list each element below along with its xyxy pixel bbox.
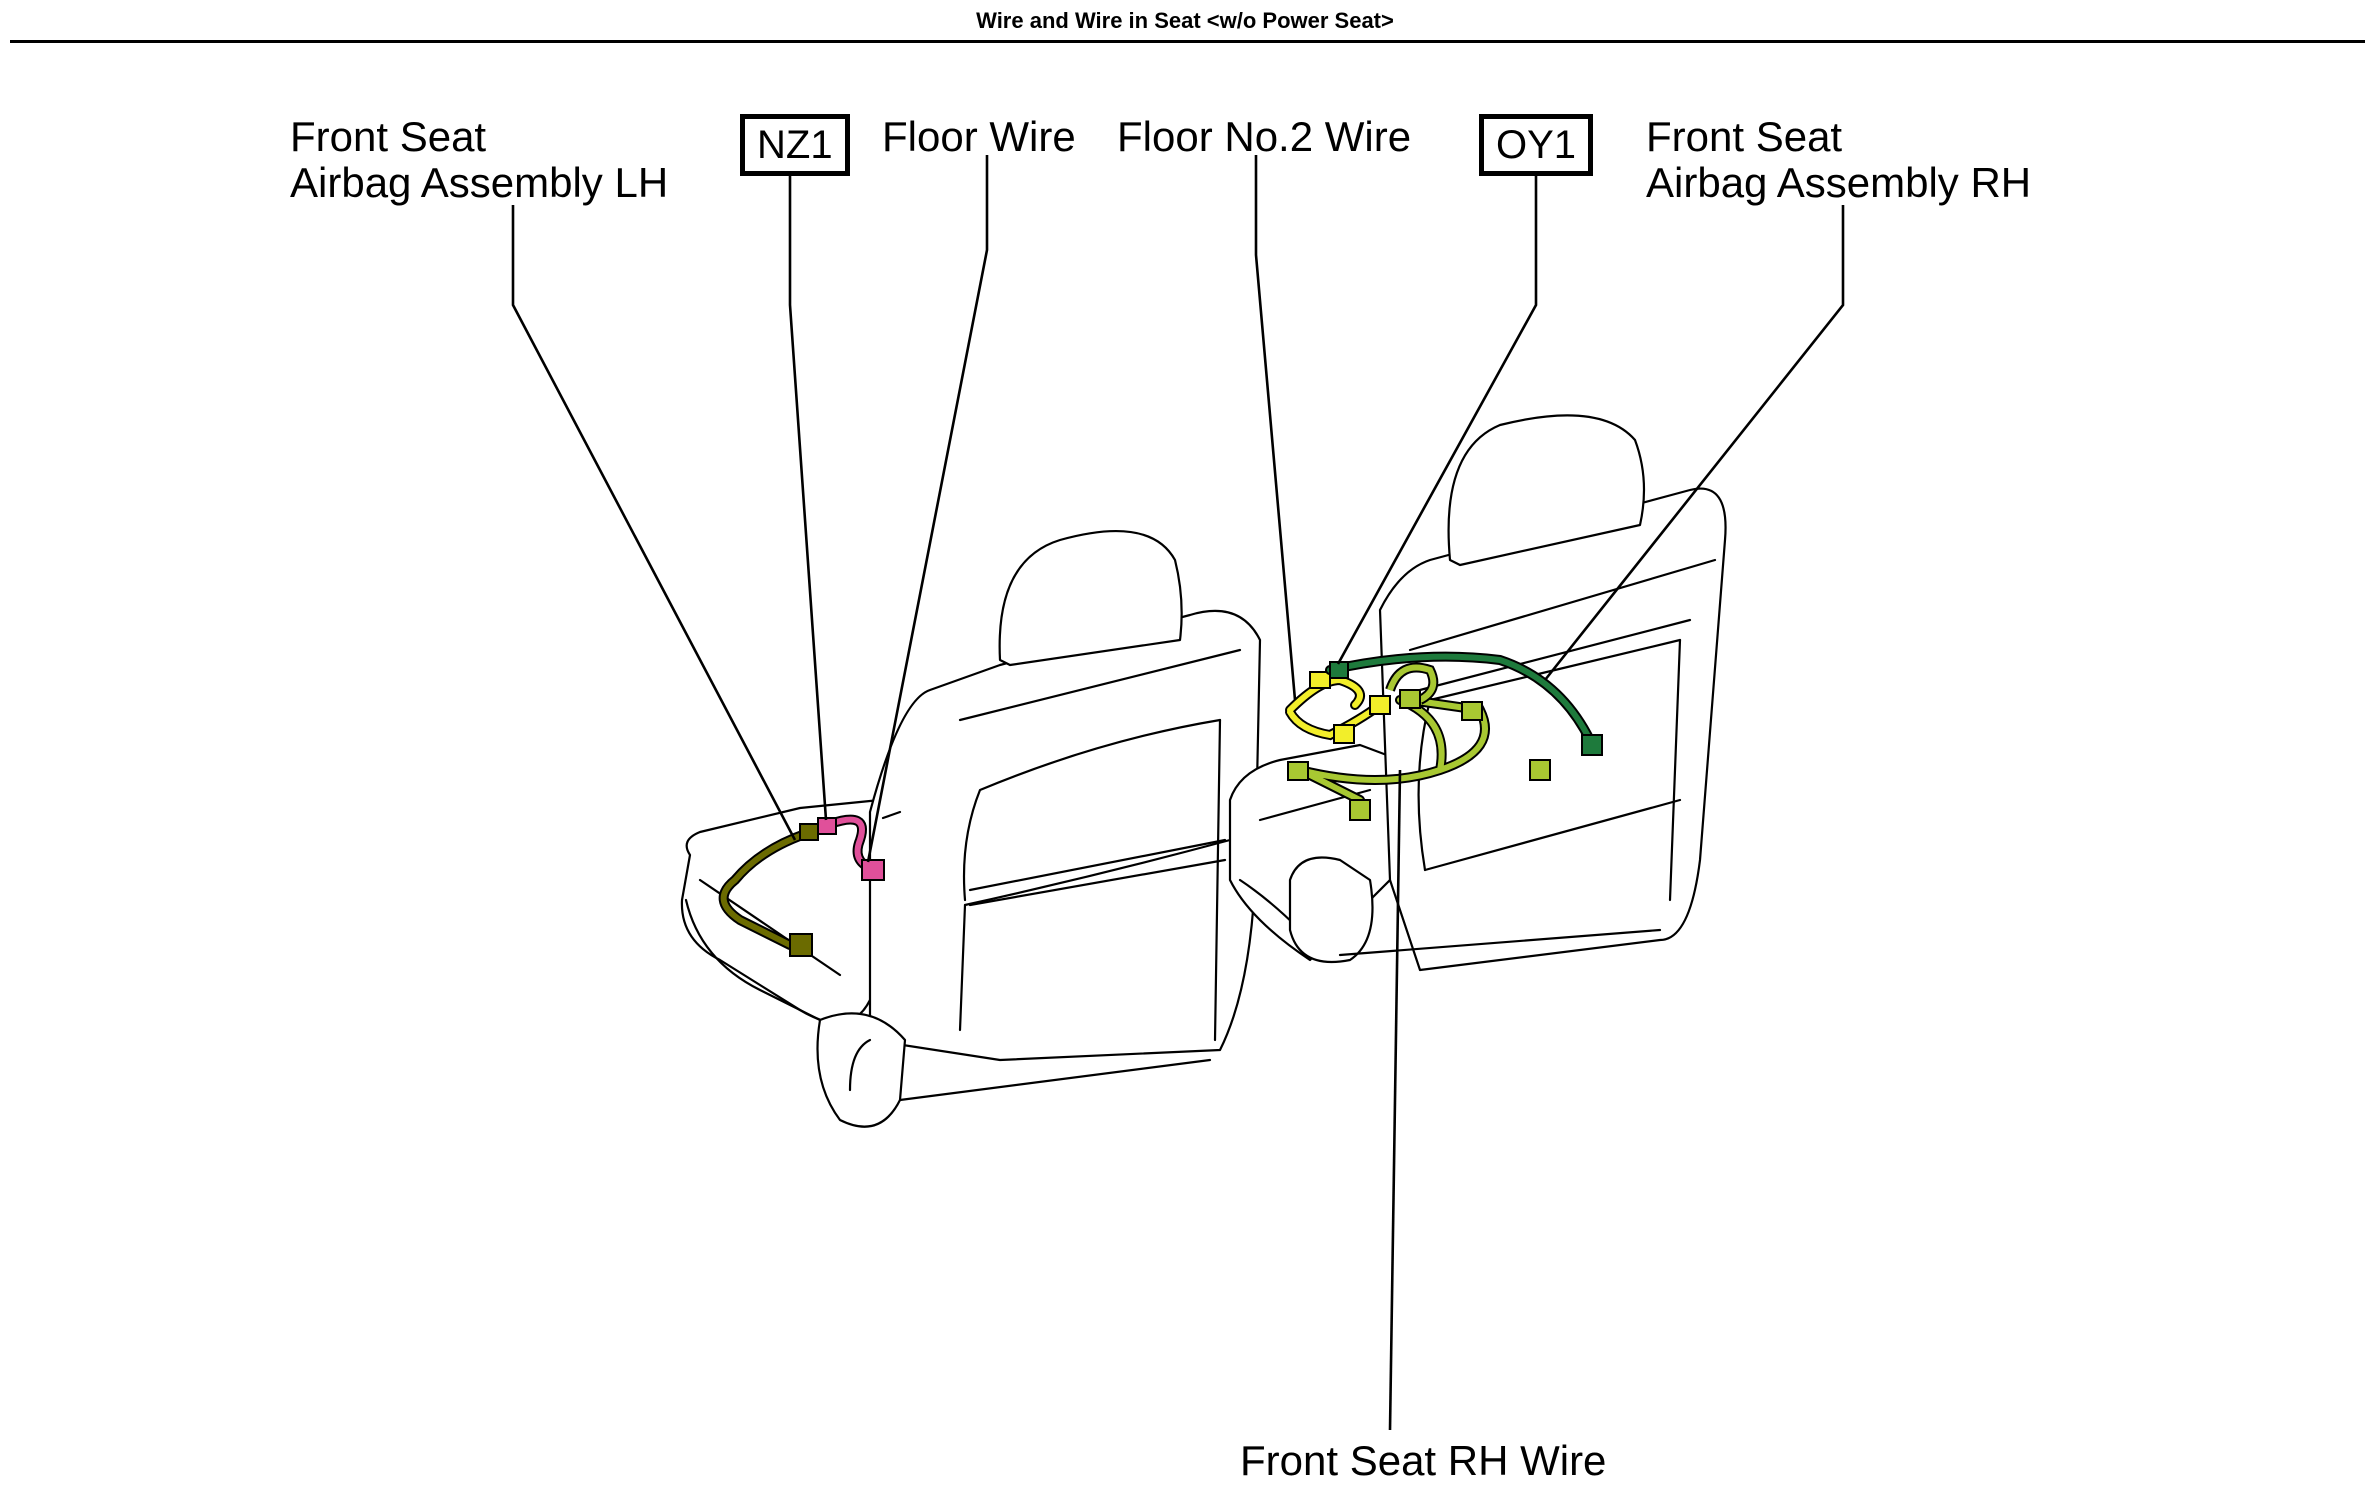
label-floor-wire: Floor Wire bbox=[882, 113, 1076, 160]
connector-rh-wire-c bbox=[1399, 689, 1421, 709]
left-seat bbox=[680, 530, 1262, 1128]
connector-rh-wire-e bbox=[1529, 759, 1551, 781]
label-front-seat-airbag-rh: Front Seat Airbag Assembly RH bbox=[1646, 114, 2031, 206]
connector-rh-wire-d bbox=[1461, 701, 1483, 721]
connector-floor-no2-a bbox=[1309, 671, 1331, 689]
connector-nz1 bbox=[817, 817, 837, 835]
floor-no2-wire bbox=[1285, 671, 1391, 744]
connector-oy1-label: OY1 bbox=[1479, 114, 1594, 176]
leader-nz1 bbox=[788, 175, 828, 821]
airbag-lh-wire bbox=[718, 823, 819, 957]
label-front-seat-airbag-lh: Front Seat Airbag Assembly LH bbox=[290, 114, 668, 206]
connector-rh-wire-a bbox=[1287, 761, 1309, 781]
connector-nz1-label: NZ1 bbox=[740, 114, 850, 176]
leader-airbag-lh bbox=[511, 205, 797, 841]
title-rule bbox=[10, 40, 2365, 43]
connector-floor-wire bbox=[861, 859, 885, 881]
label-front-seat-airbag-rh-line1: Front Seat bbox=[1646, 113, 1843, 160]
leader-oy1 bbox=[1336, 175, 1538, 665]
connector-floor-no2-c bbox=[1333, 724, 1355, 744]
label-front-seat-airbag-lh-line1: Front Seat bbox=[290, 113, 487, 160]
connector-rh-wire-b bbox=[1349, 799, 1371, 821]
label-front-seat-rh-wire: Front Seat RH Wire bbox=[1240, 1437, 1607, 1484]
connector-airbag-lh bbox=[789, 933, 813, 957]
connector-airbag-rh bbox=[1581, 734, 1603, 756]
airbag-rh-wire bbox=[1325, 651, 1603, 756]
floor-wire bbox=[817, 814, 885, 881]
connector-floor-no2-b bbox=[1369, 695, 1391, 715]
page-title: Wire and Wire in Seat <w/o Power Seat> bbox=[976, 8, 1394, 33]
leader-floor-no2-wire bbox=[1254, 155, 1297, 701]
label-front-seat-airbag-rh-line2: Airbag Assembly RH bbox=[1646, 159, 2032, 206]
front-seat-rh-wire bbox=[1287, 662, 1551, 821]
leader-floor-wire bbox=[866, 155, 989, 863]
label-front-seat-airbag-lh-line2: Airbag Assembly LH bbox=[290, 159, 669, 206]
leader-airbag-rh bbox=[1543, 205, 1845, 681]
connector-airbag-lh-upper bbox=[799, 823, 819, 841]
leader-front-seat-rh-wire bbox=[1388, 769, 1402, 1431]
leader-lines bbox=[511, 155, 1845, 1431]
label-floor-no2-wire: Floor No.2 Wire bbox=[1117, 113, 1412, 160]
